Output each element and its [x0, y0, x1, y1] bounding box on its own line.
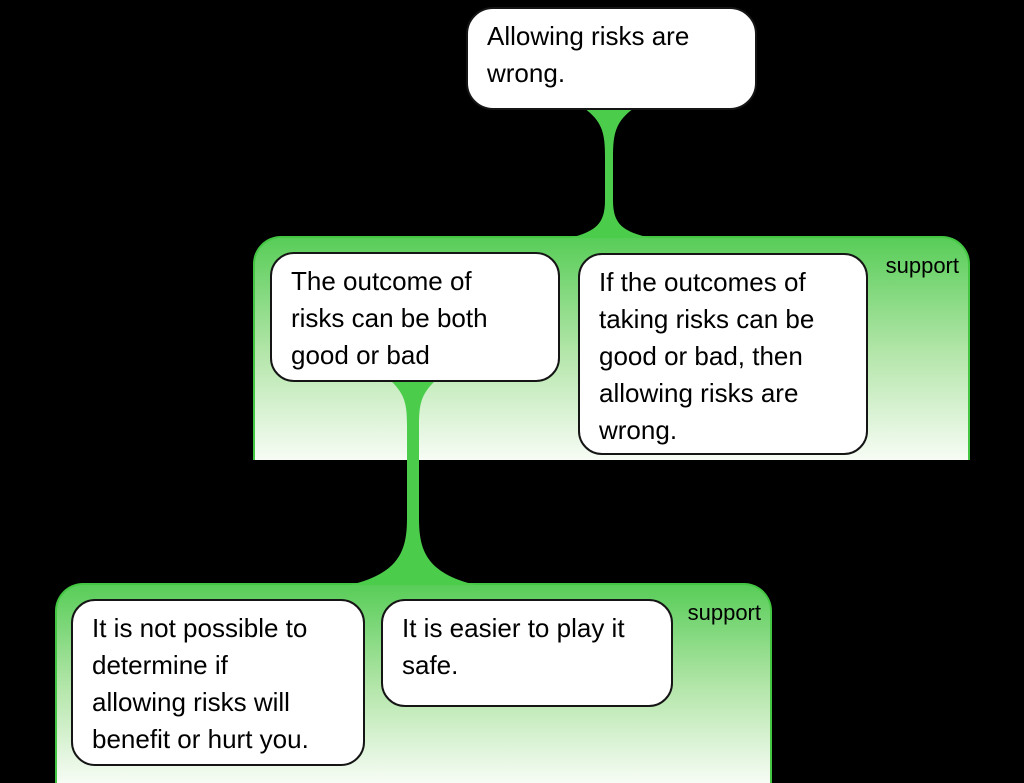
support-group-1-label: support: [885, 253, 959, 278]
claim-text-group2-premise2: It is easier to play it safe.: [402, 613, 625, 680]
support-group-2-label: support: [687, 600, 761, 625]
claim-box-group1-premise1[interactable]: The outcome of risks can be both good or…: [270, 252, 560, 382]
claim-text-root: Allowing risks are wrong.: [487, 21, 690, 88]
claim-text-group2-premise1: It is not possible to determine if allow…: [92, 613, 309, 754]
claim-text-group1-premise2: If the outcomes of taking risks can be g…: [599, 267, 815, 445]
claim-box-group1-premise2[interactable]: If the outcomes of taking risks can be g…: [578, 253, 868, 455]
claim-text-group1-premise1: The outcome of risks can be both good or…: [291, 266, 488, 370]
support-link-2[interactable]: [350, 380, 476, 585]
claim-box-group2-premise2[interactable]: It is easier to play it safe.: [381, 599, 673, 707]
support-link-1[interactable]: [570, 108, 650, 238]
claim-box-group2-premise1[interactable]: It is not possible to determine if allow…: [71, 599, 365, 766]
claim-box-root[interactable]: Allowing risks are wrong.: [466, 7, 757, 110]
